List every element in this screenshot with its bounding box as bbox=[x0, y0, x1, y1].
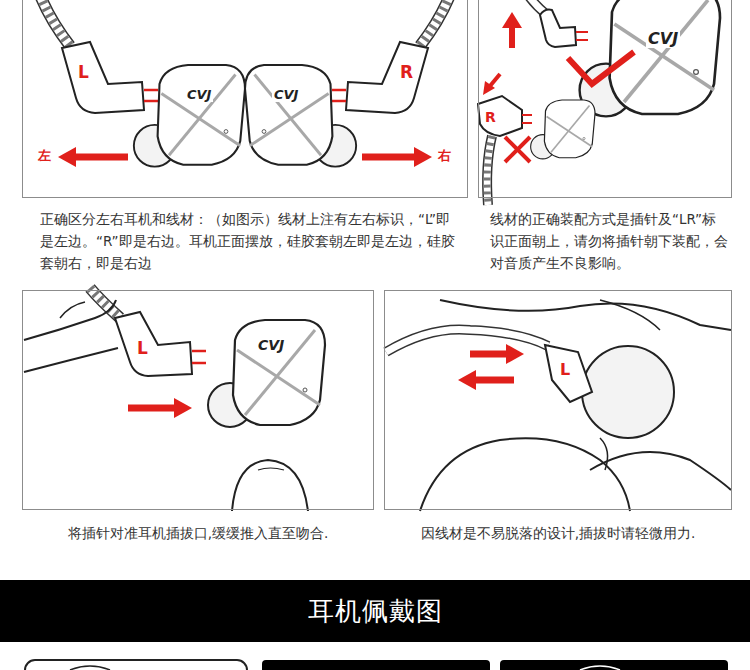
illustration-label: L bbox=[560, 361, 570, 379]
illustration-label: R bbox=[485, 110, 496, 125]
next-section-panels bbox=[25, 660, 728, 670]
panel-frame bbox=[384, 290, 732, 510]
illustration-label: R bbox=[400, 63, 413, 82]
panel-1-art bbox=[40, 0, 450, 167]
panel-caption: 将插针对准耳机插拔口,缓缓推入直至吻合. bbox=[22, 522, 374, 544]
instruction-panel: 因线材是不易脱落的设计,插拔时请轻微用力. bbox=[384, 290, 732, 510]
section-title: 耳机佩戴图 bbox=[308, 594, 443, 629]
panel-caption: 线材的正确装配方式是插针及“LR”标识正面朝上，请勿将插针朝下装配，会对音质产生… bbox=[490, 208, 728, 274]
instruction-panel: 线材的正确装配方式是插针及“LR”标识正面朝上，请勿将插针朝下装配，会对音质产生… bbox=[478, 0, 732, 198]
instruction-panel: 正确区分左右耳机和线材：（如图示）线材上注有左右标识，“L”即是左边。“R”即是… bbox=[22, 0, 468, 198]
panel-frame bbox=[22, 0, 468, 198]
panel-3-art bbox=[24, 288, 325, 511]
illustration-label: CVJ bbox=[185, 88, 213, 102]
illustration-label: L bbox=[137, 339, 148, 358]
illustration-label: L bbox=[78, 63, 89, 82]
illustration-label: 左 bbox=[38, 149, 51, 163]
panel-2-art bbox=[478, 0, 720, 205]
illustration-label: CVJ bbox=[272, 88, 300, 102]
panel-4-art bbox=[386, 300, 731, 511]
illustration-label: CVJ bbox=[256, 338, 286, 353]
panel-caption: 因线材是不易脱落的设计,插拔时请轻微用力. bbox=[384, 522, 732, 544]
panel-caption: 正确区分左右耳机和线材：（如图示）线材上注有左右标识，“L”即是左边。“R”即是… bbox=[40, 208, 460, 274]
illustration-label: 右 bbox=[438, 149, 451, 163]
panel-frame bbox=[478, 0, 732, 198]
section-band: 耳机佩戴图 bbox=[0, 580, 750, 642]
instruction-panel: 将插针对准耳机插拔口,缓缓推入直至吻合. bbox=[22, 290, 374, 510]
panel-frame bbox=[22, 290, 374, 510]
illustration-label: CVJ bbox=[646, 30, 680, 48]
